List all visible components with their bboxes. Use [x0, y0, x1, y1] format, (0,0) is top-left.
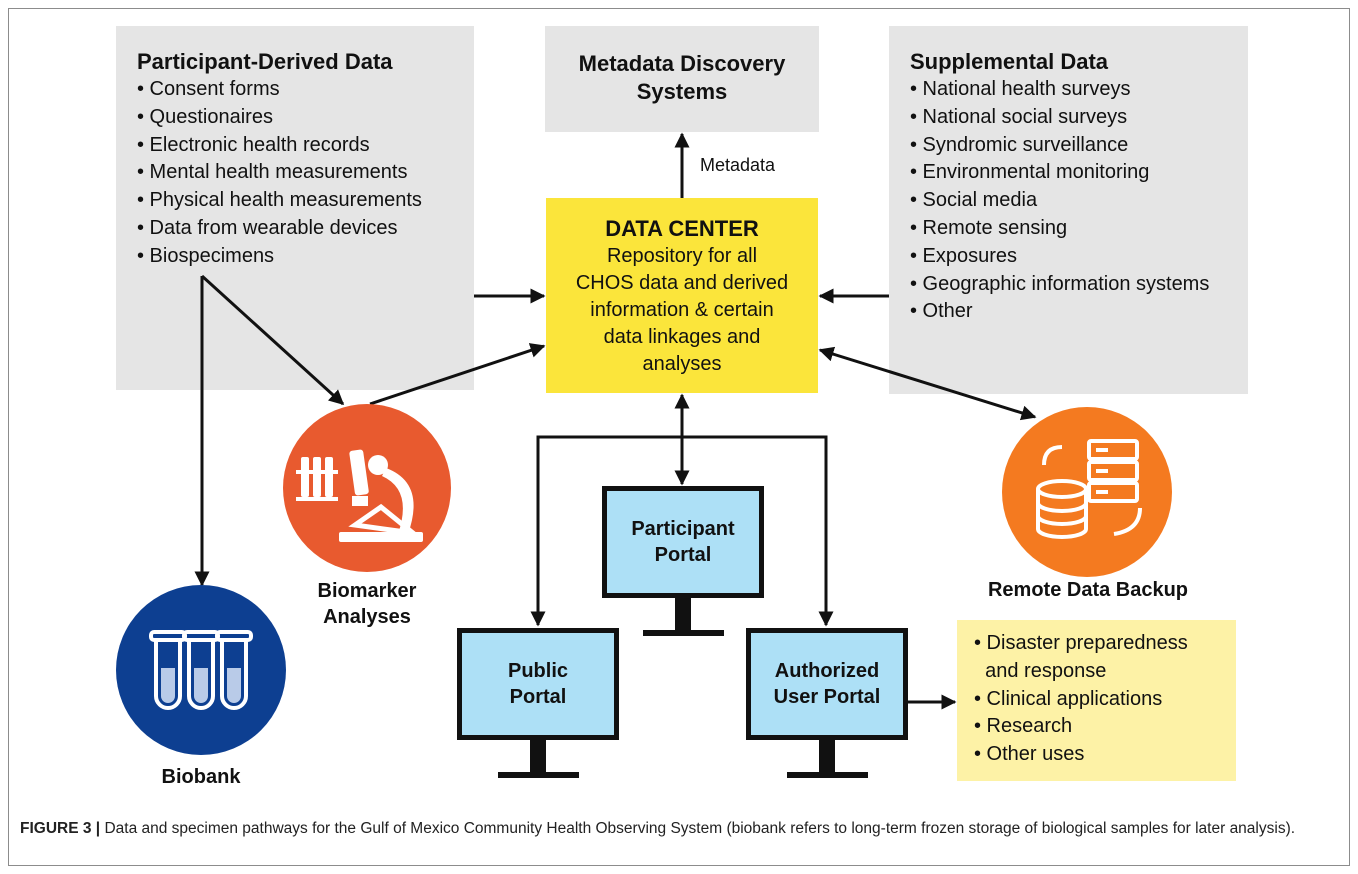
arrow-to-public-portal — [530, 435, 682, 627]
data-center-line: analyses — [642, 353, 722, 375]
public-portal-monitor: Public Portal — [457, 628, 619, 740]
participant-portal-line1: Participant — [631, 518, 735, 540]
list-item: • National health surveys — [910, 78, 1131, 100]
data-center-line: Repository for all — [606, 245, 758, 267]
figure-frame — [8, 8, 1350, 866]
data-center-box: DATA CENTER Repository for all CHOS data… — [546, 198, 818, 393]
arrow-biomarker-to-datacenter — [369, 343, 546, 406]
metadata-discovery-box: Metadata Discovery Systems — [545, 26, 819, 132]
data-center-line: CHOS data and derived — [575, 272, 789, 294]
participant-derived-data-box: Participant-Derived Data • Consent forms… — [116, 26, 474, 390]
list-item: • Exposures — [910, 244, 1018, 267]
list-item: • Geographic information systems — [910, 272, 1210, 295]
list-item: • National social surveys — [910, 105, 1128, 128]
data-center-line: information & certain — [590, 299, 774, 321]
authorized-portal-line2: User Portal — [773, 686, 881, 708]
biobank-label: Biobank — [161, 766, 241, 788]
participant-portal-monitor: Participant Portal — [602, 486, 764, 598]
list-item: • Data from wearable devices — [137, 216, 398, 239]
database-server-icon — [1036, 439, 1142, 539]
list-item: • Remote sensing — [910, 216, 1068, 239]
uses-list: • Disaster preparedness and response • C… — [974, 630, 1236, 769]
remote-backup-label: Remote Data Backup — [987, 579, 1189, 601]
data-center-title: DATA CENTER — [605, 216, 759, 241]
list-item: • Questionaires — [137, 105, 273, 128]
metadata-discovery-line2: Systems — [636, 79, 728, 104]
list-item: • Electronic health records — [137, 133, 370, 156]
participant-derived-data-list: • Consent forms • Questionaires • Electr… — [137, 76, 474, 271]
public-portal-line1: Public — [507, 660, 568, 682]
list-item: • Disaster preparedness — [974, 632, 1188, 654]
participant-portal-label: Participant Portal — [607, 516, 759, 568]
list-item: • Syndromic surveillance — [910, 133, 1129, 156]
list-item: • Environmental monitoring — [910, 161, 1150, 184]
authorized-portal-monitor: Authorized User Portal — [746, 628, 908, 740]
authorized-portal-line1: Authorized — [774, 660, 880, 682]
list-item: • Other — [910, 300, 973, 323]
figure-caption-text: Data and specimen pathways for the Gulf … — [100, 820, 1296, 837]
list-item: • Research — [974, 715, 1073, 738]
supplemental-data-box: Supplemental Data • National health surv… — [889, 26, 1248, 394]
list-item: • Mental health measurements — [137, 161, 408, 184]
participant-derived-data-title: Participant-Derived Data — [137, 49, 393, 74]
arrow-to-authorized-portal — [682, 435, 834, 627]
supplemental-data-list: • National health surveys • National soc… — [910, 76, 1248, 326]
biomarker-label-line2: Analyses — [323, 606, 411, 628]
list-item: • Other uses — [974, 743, 1085, 766]
figure-caption: FIGURE 3 | Data and specimen pathways fo… — [20, 818, 1340, 840]
list-item: • Physical health measurements — [137, 189, 422, 212]
metadata-label: Metadata — [700, 155, 776, 175]
list-item: • Clinical applications — [974, 687, 1163, 710]
supplemental-data-title: Supplemental Data — [910, 49, 1109, 74]
data-center-line: data linkages and — [603, 326, 761, 348]
biomarker-label-line1: Biomarker — [317, 580, 417, 602]
biomarker-label: Biomarker Analyses — [300, 578, 434, 630]
metadata-discovery-line1: Metadata Discovery — [578, 51, 786, 76]
microscope-icon — [296, 449, 423, 542]
public-portal-line2: Portal — [509, 686, 567, 708]
list-item: • Biospecimens — [137, 244, 275, 267]
figure-label: FIGURE 3 | — [20, 820, 101, 837]
monitor-stand — [498, 596, 868, 778]
authorized-portal-label: Authorized User Portal — [751, 658, 903, 710]
arrow-biospecimens-to-biomarker — [200, 274, 345, 406]
public-portal-label: Public Portal — [462, 658, 614, 710]
list-item: • Consent forms — [137, 78, 280, 100]
list-item: • Social media — [910, 189, 1038, 212]
arrow-datacenter-backup — [818, 346, 1037, 421]
data-center-description: Repository for all CHOS data and derived… — [546, 243, 818, 378]
uses-box: • Disaster preparedness and response • C… — [957, 620, 1236, 781]
participant-portal-line2: Portal — [654, 544, 712, 566]
list-item: and response — [974, 659, 1107, 682]
test-tubes-icon — [149, 630, 253, 710]
